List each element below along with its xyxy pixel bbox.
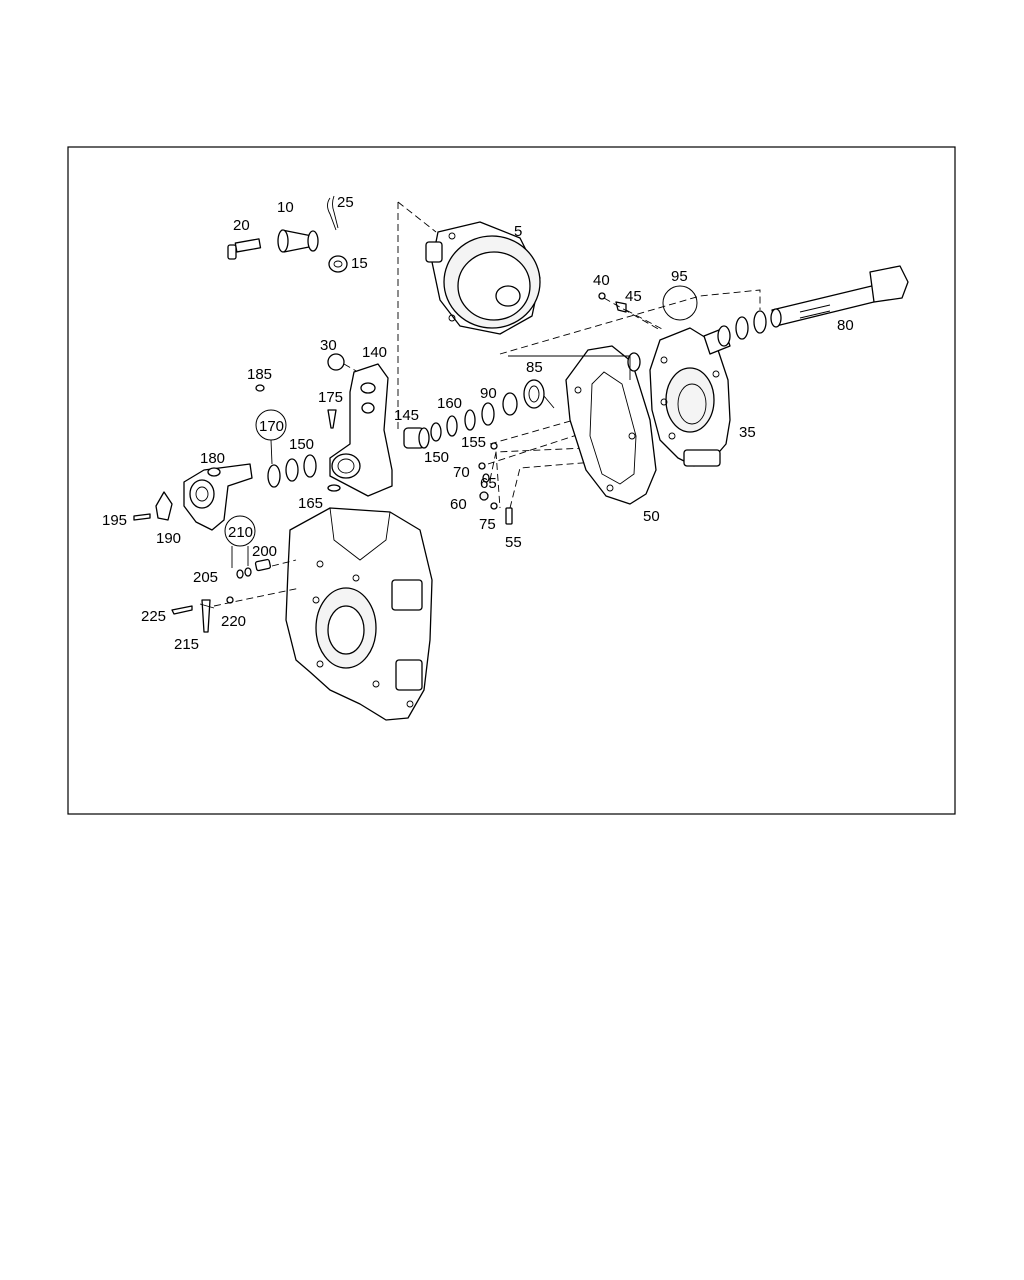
part-75-ball bbox=[490, 502, 498, 510]
part-150-ring-center bbox=[430, 422, 442, 442]
callout-15: 15 bbox=[351, 255, 368, 272]
callout-40: 40 bbox=[593, 272, 610, 289]
callout-20: 20 bbox=[233, 217, 250, 234]
leader-40-45 bbox=[603, 297, 665, 331]
part-10-sleeve bbox=[277, 229, 319, 253]
callout-10: 10 bbox=[277, 199, 294, 216]
part-195-screw bbox=[133, 513, 151, 521]
diagram-frame bbox=[67, 146, 956, 815]
part-150-ring-left bbox=[285, 454, 317, 482]
callout-165: 165 bbox=[298, 495, 323, 512]
part-140-bracket bbox=[329, 363, 393, 497]
callout-30: 30 bbox=[320, 337, 337, 354]
callout-155: 155 bbox=[461, 434, 486, 451]
callout-85: 85 bbox=[526, 359, 543, 376]
part-175-bolt bbox=[327, 409, 337, 429]
callout-60: 60 bbox=[450, 496, 467, 513]
callout-180: 180 bbox=[200, 450, 225, 467]
part-205-oring bbox=[236, 567, 252, 579]
callout-bracket-210 bbox=[231, 546, 249, 568]
part-180-lever bbox=[183, 463, 253, 531]
callout-220: 220 bbox=[221, 613, 246, 630]
part-55-pin bbox=[505, 507, 513, 525]
leader-200 bbox=[271, 559, 297, 567]
callout-185: 185 bbox=[247, 366, 272, 383]
callout-160: 160 bbox=[437, 395, 462, 412]
callout-145: 145 bbox=[394, 407, 419, 424]
callout-195: 195 bbox=[102, 512, 127, 529]
callout-175: 175 bbox=[318, 389, 343, 406]
callout-205: 205 bbox=[193, 569, 218, 586]
part-145-bushing bbox=[403, 427, 430, 449]
part-90-ring bbox=[481, 392, 518, 426]
part-185-screw bbox=[255, 384, 265, 392]
callout-35: 35 bbox=[739, 424, 756, 441]
callout-65: 65 bbox=[480, 475, 497, 492]
part-50-dust-shield bbox=[565, 345, 657, 505]
part-220-ball bbox=[226, 596, 234, 604]
part-160-ring bbox=[446, 409, 476, 437]
leader-215 bbox=[213, 587, 301, 607]
part-20-bolt bbox=[227, 238, 262, 260]
callout-150-left: 150 bbox=[289, 436, 314, 453]
leader-5 bbox=[397, 201, 437, 430]
callout-labels: 5 10 15 20 25 30 35 40 45 50 55 60 65 70… bbox=[102, 194, 854, 653]
part-70-ball bbox=[478, 462, 486, 470]
leader-small-parts bbox=[487, 419, 595, 509]
part-165-washer bbox=[327, 484, 341, 492]
callout-75: 75 bbox=[479, 516, 496, 533]
part-85-clip bbox=[523, 379, 555, 409]
callout-45: 45 bbox=[625, 288, 642, 305]
callout-circle-95 bbox=[662, 285, 698, 321]
part-95-bushing bbox=[703, 310, 767, 355]
leader-90-85 bbox=[508, 355, 631, 380]
callout-80: 80 bbox=[837, 317, 854, 334]
part-80-camshaft bbox=[770, 265, 909, 328]
part-65-spring bbox=[482, 473, 490, 483]
part-25-cotter-pin bbox=[327, 195, 339, 231]
part-35-spider bbox=[649, 327, 731, 467]
callout-190: 190 bbox=[156, 530, 181, 547]
callout-95: 95 bbox=[671, 268, 688, 285]
part-170-ring bbox=[267, 464, 281, 488]
part-15-nut bbox=[328, 255, 348, 273]
callout-55: 55 bbox=[505, 534, 522, 551]
callout-225: 225 bbox=[141, 608, 166, 625]
callout-140: 140 bbox=[362, 344, 387, 361]
part-225-screw bbox=[171, 605, 193, 615]
callout-200: 200 bbox=[252, 543, 277, 560]
callout-150-center: 150 bbox=[424, 449, 449, 466]
callout-25: 25 bbox=[337, 194, 354, 211]
callout-70: 70 bbox=[453, 464, 470, 481]
callout-50: 50 bbox=[643, 508, 660, 525]
part-30-nut bbox=[327, 353, 345, 371]
callout-5: 5 bbox=[514, 223, 522, 240]
part-200-plug bbox=[254, 558, 272, 572]
part-215-lever bbox=[199, 599, 215, 633]
part-5-brake-chamber bbox=[425, 221, 541, 335]
part-40-screw bbox=[598, 292, 606, 300]
callout-210: 210 bbox=[228, 524, 253, 541]
callout-circle-210 bbox=[224, 515, 256, 547]
part-60-spring bbox=[479, 491, 489, 501]
callout-bracket-170 bbox=[270, 439, 273, 465]
part-housing bbox=[285, 507, 433, 721]
callout-170: 170 bbox=[259, 418, 284, 435]
callout-90: 90 bbox=[480, 385, 497, 402]
part-190-plate bbox=[155, 491, 173, 521]
part-seal-ring bbox=[627, 352, 641, 372]
callout-215: 215 bbox=[174, 636, 199, 653]
leader-95 bbox=[499, 289, 761, 355]
